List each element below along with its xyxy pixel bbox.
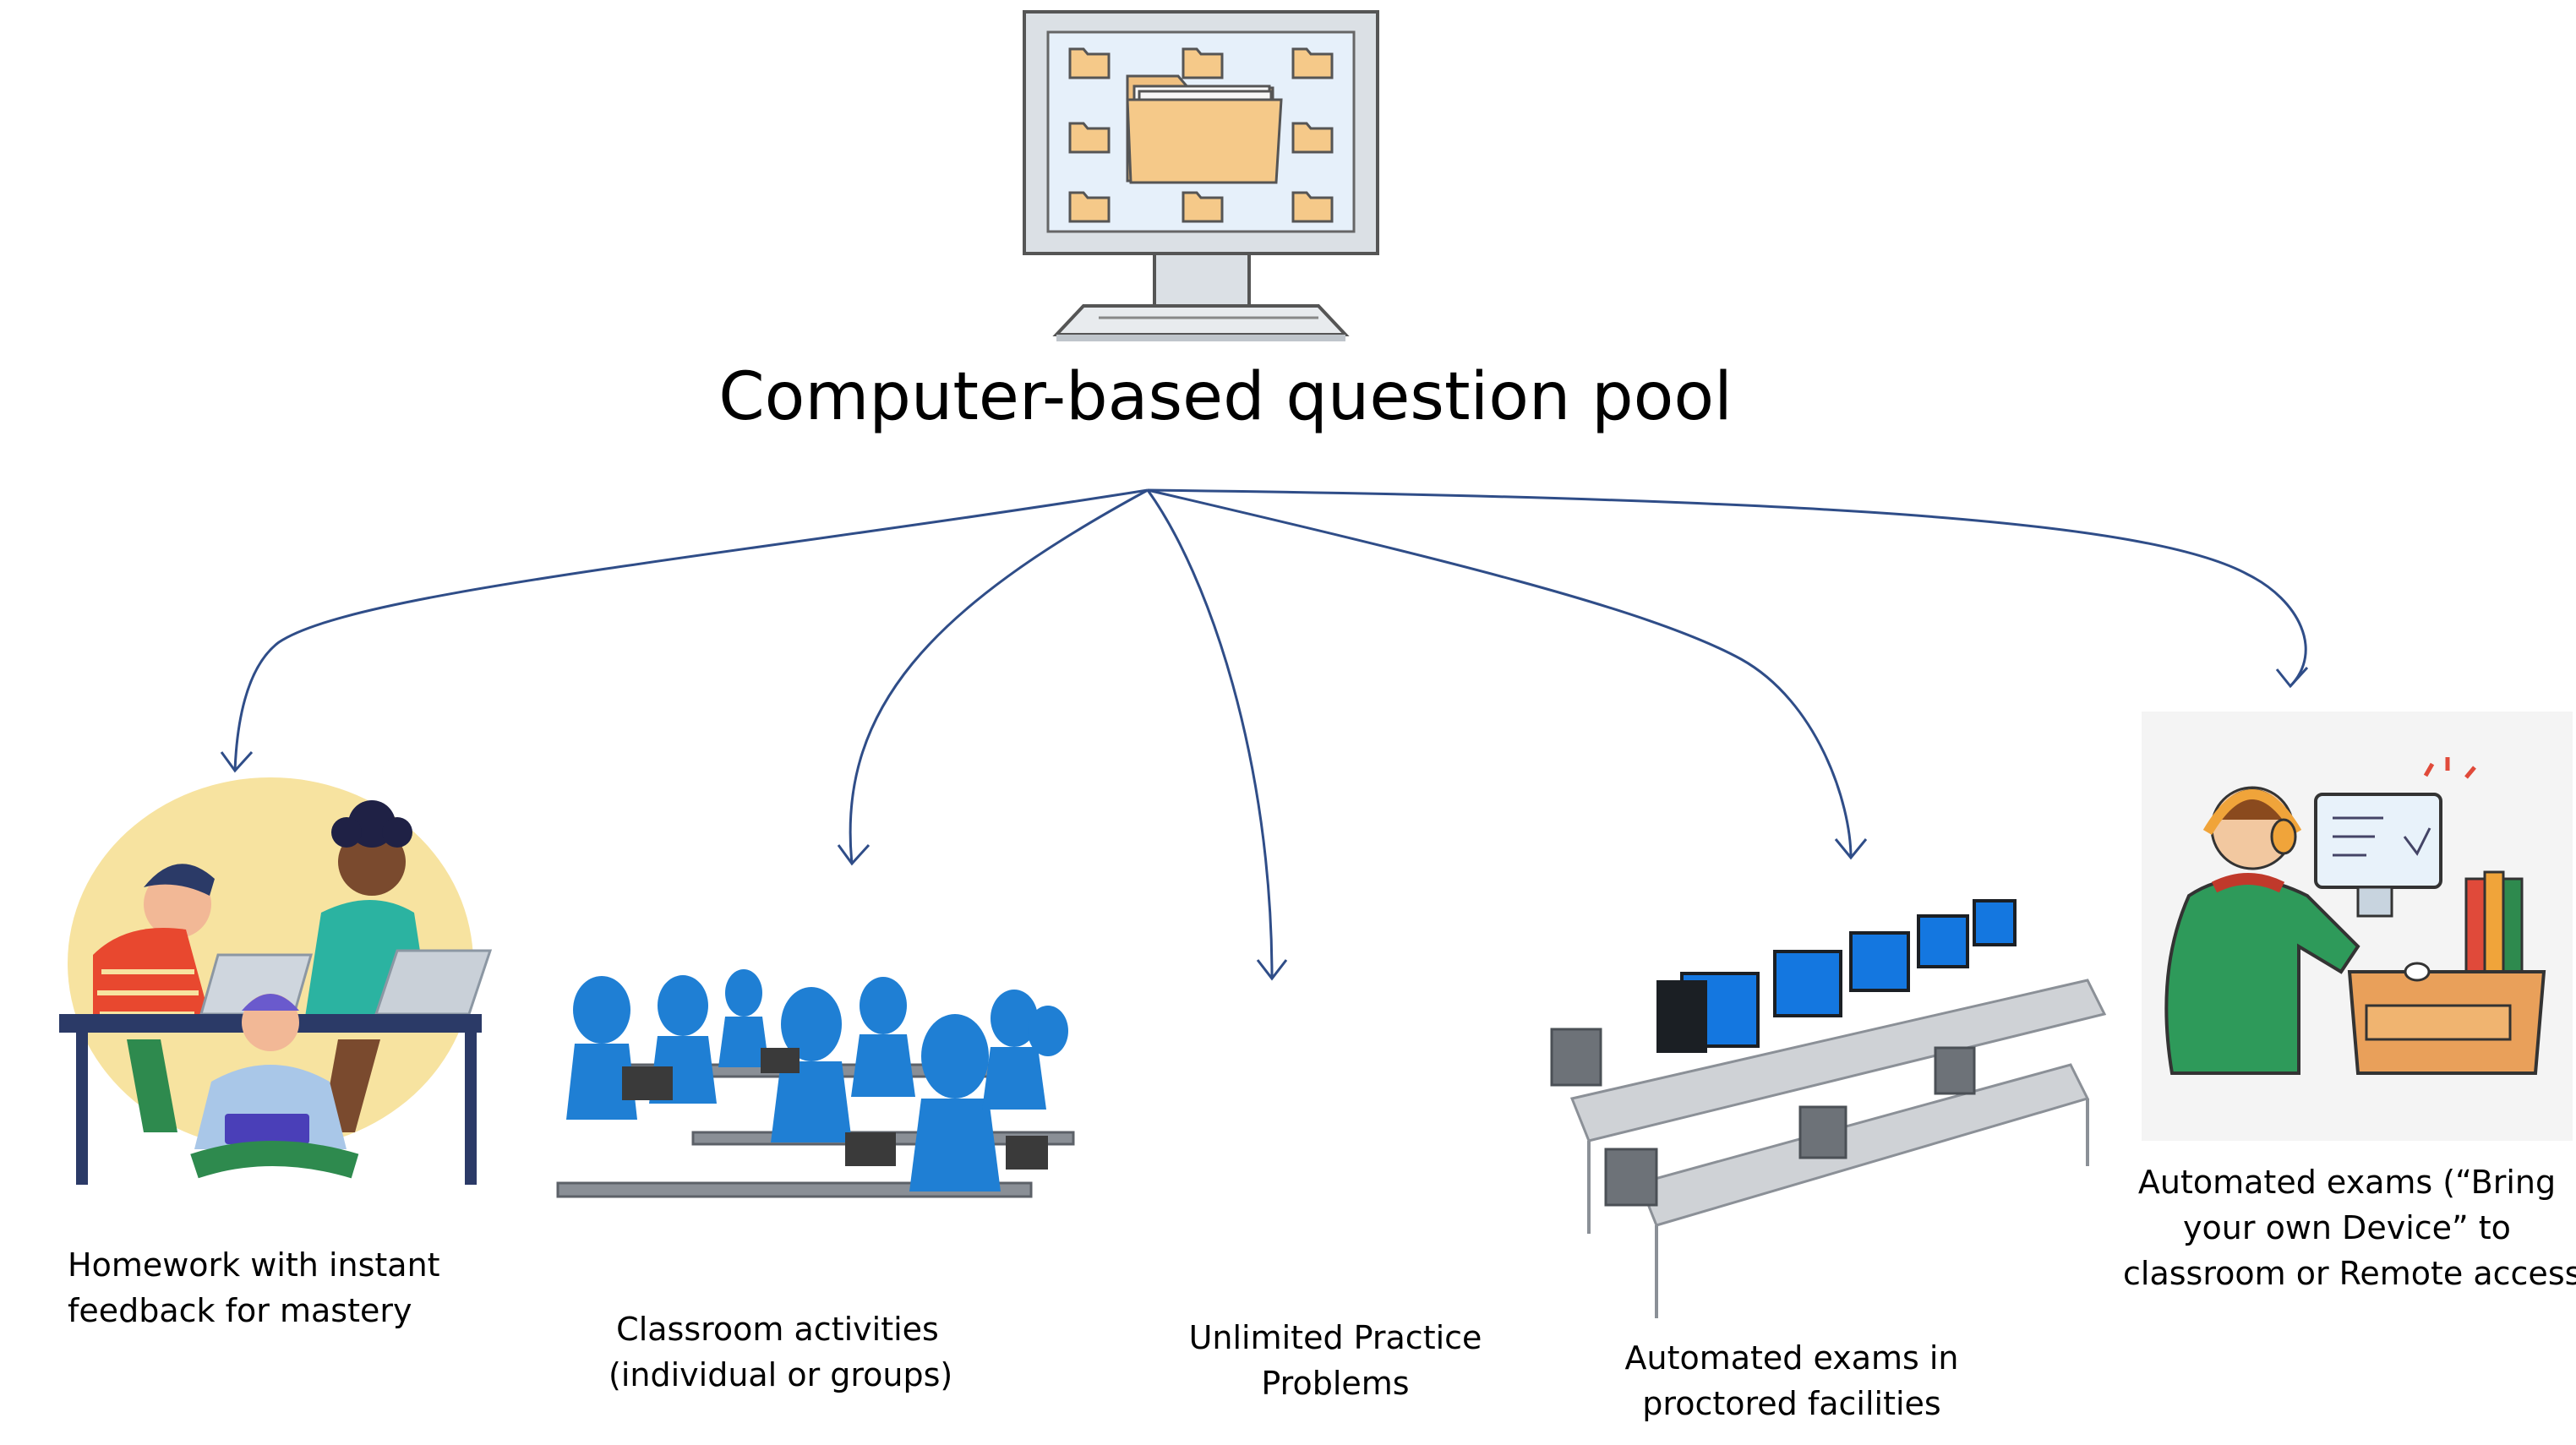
caption-line: Homework with instant [68, 1246, 440, 1284]
caption-line: classroom or Remote access) [2123, 1255, 2576, 1292]
arrow-to-proctored [1147, 488, 1853, 859]
caption-line: feedback for mastery [68, 1292, 412, 1329]
caption-line: Classroom activities [616, 1311, 939, 1348]
computer-lab-illustration [1550, 899, 2107, 1318]
arrow-to-homework [233, 488, 1149, 772]
diagram-title: Computer-based question pool [718, 359, 1733, 435]
caption-line: Unlimited Practice [1188, 1319, 1482, 1356]
caption-line: Automated exams (“Bring [2137, 1164, 2557, 1201]
caption-line: your own Device” to [2183, 1209, 2511, 1246]
computer-folder-icon [1023, 10, 1379, 341]
caption-line: Problems [1261, 1365, 1410, 1402]
arrow-to-classroom [849, 488, 1149, 864]
student-at-computer-illustration [2142, 712, 2573, 1141]
arrow-classroom-head [837, 843, 870, 866]
arrow-to-remote [1147, 488, 2307, 688]
arrow-remote-head [2275, 666, 2309, 689]
caption-line: (individual or groups) [609, 1356, 953, 1393]
caption-remote: Automated exams (“Bring your own Device”… [2123, 1159, 2576, 1296]
caption-line: Automated exams in [1624, 1339, 1959, 1377]
caption-practice: Unlimited Practice Problems [1166, 1315, 1504, 1406]
caption-line: proctored facilities [1642, 1385, 1941, 1422]
arrow-proctored-head [1834, 838, 1868, 860]
caption-homework: Homework with instant feedback for maste… [68, 1242, 440, 1333]
laptop-icons [622, 1048, 1048, 1170]
small-folder-icons [1068, 47, 1334, 223]
branch-arrows [220, 488, 2309, 981]
caption-classroom: Classroom activities (individual or grou… [609, 1306, 953, 1398]
large-folder-icon [1126, 74, 1283, 184]
arrow-to-practice [1146, 489, 1274, 979]
chair-row [1550, 1028, 1976, 1207]
caption-proctored: Automated exams in proctored facilities [1623, 1335, 1961, 1426]
blue-figure [566, 969, 1068, 1191]
blue-figures-at-desks-illustration [556, 969, 1075, 1198]
arrow-homework-head [220, 750, 254, 773]
arrow-practice-head [1256, 959, 1288, 981]
students-studying-illustration [59, 777, 493, 1185]
